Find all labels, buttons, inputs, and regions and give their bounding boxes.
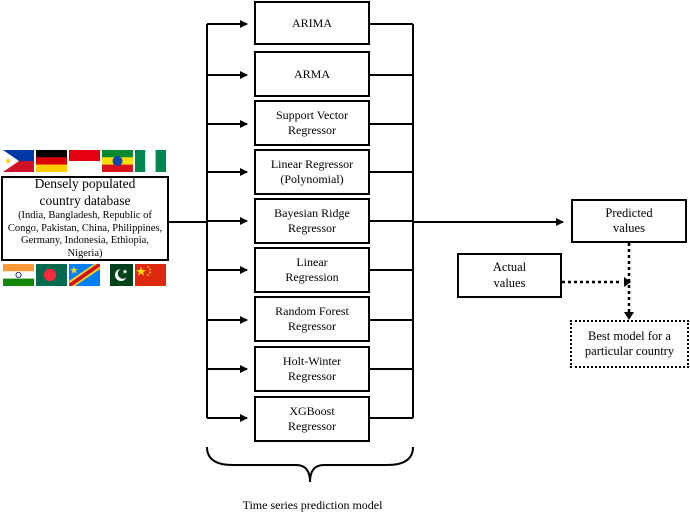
model-box-support-vector: Support Vector Regressor <box>254 100 370 146</box>
best-label-line1: Best model for a <box>588 328 671 343</box>
country-list-line2: Congo, Pakistan, China, Philippines, <box>7 222 163 234</box>
model-box-random-forest: Random Forest Regressor <box>254 296 370 342</box>
country-database-box: Densely populated country database (Indi… <box>1 176 169 261</box>
actual-label-line2: values <box>493 275 526 290</box>
model-label-line2: Regressor <box>288 369 336 383</box>
nigeria-flag <box>135 150 166 172</box>
model-label: Holt-Winter <box>282 354 342 369</box>
database-country-list: (India, Bangladesh, Republic of Congo, P… <box>8 210 162 260</box>
model-box-holt-winter: Holt-Winter Regressor <box>254 346 370 392</box>
model-label-line2: Regressor <box>288 419 336 433</box>
actual-values-box: Actual values <box>457 253 562 298</box>
model-label: Linear <box>296 255 328 270</box>
indonesia-flag <box>69 150 100 172</box>
bangladesh-flag <box>36 264 67 286</box>
database-title-line2: country database <box>39 192 131 208</box>
model-label-line2: Regressor <box>288 319 336 333</box>
database-title-line1: Densely populated <box>34 176 136 192</box>
philippines-flag <box>3 150 34 172</box>
predicted-label-line2: values <box>613 221 645 235</box>
model-label-line2: (Polynomial) <box>280 172 344 186</box>
country-list-line3: Germany, Indonesia, Ethiopia, <box>21 235 149 247</box>
india-flag <box>3 264 34 286</box>
model-box-arima: ARIMA <box>254 1 370 45</box>
model-label: Random Forest <box>275 304 349 319</box>
model-label-line2: Regression <box>285 270 339 284</box>
model-label: Bayesian Ridge <box>274 206 350 221</box>
model-box-arma: ARMA <box>254 51 370 97</box>
model-label-line2: Regressor <box>288 123 336 137</box>
model-label-line2: Regressor <box>288 221 336 235</box>
model-box-bayesian-ridge: Bayesian Ridge Regressor <box>254 198 370 244</box>
model-label: Linear Regressor <box>270 157 354 172</box>
model-label: ARMA <box>293 66 330 81</box>
germany-flag <box>36 150 67 172</box>
china-flag <box>135 264 166 286</box>
model-box-linear-regression: Linear Regression <box>254 247 370 293</box>
diagram-caption: Time series prediction model <box>242 498 383 512</box>
country-list-line4: Nigeria) <box>67 248 103 260</box>
actual-label-line1: Actual <box>492 260 527 275</box>
best-model-box: Best model for a particular country <box>570 320 689 368</box>
country-list-line1: (India, Bangladesh, Republic of <box>18 210 152 222</box>
best-label-line2: particular country <box>584 344 675 358</box>
pakistan-flag <box>102 264 133 286</box>
model-box-xgboost: XGBoost Regressor <box>254 396 370 442</box>
model-label: XGBoost <box>289 404 335 419</box>
predicted-label-line1: Predicted <box>605 205 653 220</box>
model-label: ARIMA <box>291 15 332 30</box>
congo-flag <box>69 264 100 286</box>
model-label: Support Vector <box>275 108 349 123</box>
model-box-linear-polynomial: Linear Regressor (Polynomial) <box>254 149 370 195</box>
predicted-values-box: Predicted values <box>571 199 687 243</box>
model-group-brace <box>206 446 414 483</box>
ethiopia-flag <box>102 150 133 172</box>
